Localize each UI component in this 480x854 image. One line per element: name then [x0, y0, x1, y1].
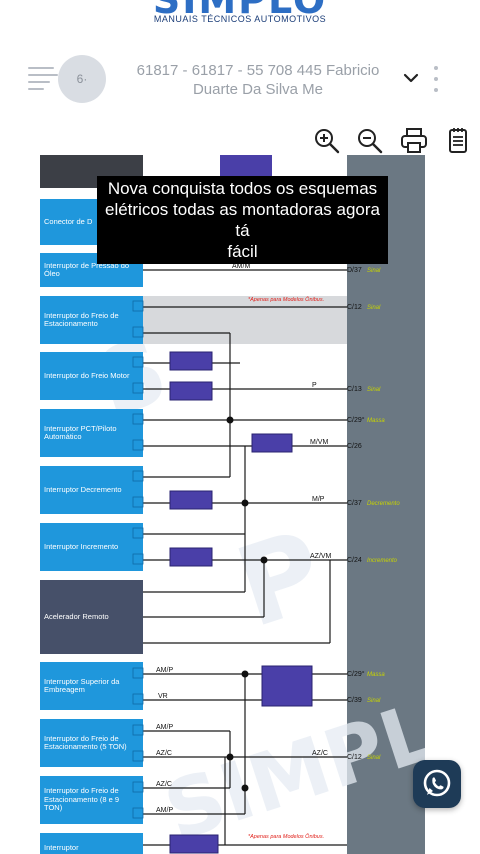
wiring-diagram: AM/M P M/VM M/P AZ/VM AM/P VR AM/P AZ/C …: [132, 155, 400, 854]
zoom-in-icon[interactable]: [312, 126, 342, 156]
schematic-block: Interruptor do Freio de Estacionamento: [40, 296, 143, 344]
print-icon[interactable]: [399, 126, 429, 156]
right-notes: Sinal Sinal Sinal Massa Decremento Incre…: [367, 268, 400, 761]
wire-label: AM/M: [232, 263, 250, 270]
right-pin: C/26: [347, 443, 362, 450]
more-options-icon[interactable]: [430, 64, 442, 96]
chevron-down-icon[interactable]: [402, 69, 420, 87]
schematic-block: Interruptor do Freio Motor: [40, 352, 143, 400]
wire-label: M/P: [312, 496, 325, 503]
wire-label: AZ/C: [312, 750, 328, 757]
banner-line-1: Nova conquista todos os esquemas: [107, 179, 378, 198]
bus-only-area: [143, 296, 347, 344]
document-title: 61817 - 61817 - 55 708 445 Fabricio Duar…: [136, 62, 380, 98]
right-pin: D/37: [347, 267, 362, 274]
wire-label: AM/P: [156, 667, 173, 674]
right-note: Sinal: [367, 305, 381, 311]
viewer-toolbar: [0, 126, 480, 158]
module-rail: [347, 155, 425, 854]
logo-tagline: MANUAIS TÉCNICOS AUTOMOTIVOS: [153, 14, 327, 24]
bus-notes: *Apenas para Modelos Ônibus. *Apenas par…: [248, 296, 324, 840]
simplo-logo: SIMPLO MANUAIS TÉCNICOS AUTOMOTIVOS: [0, 0, 480, 30]
schematic-block: Interruptor Superior da Embreagem: [40, 662, 143, 710]
right-pin: C/12: [347, 754, 362, 761]
bus-only-note: *Apenas para Modelos Ônibus.: [248, 296, 324, 303]
zoom-out-icon[interactable]: [355, 126, 385, 156]
right-note: Massa: [367, 672, 385, 678]
menu-icon[interactable]: [28, 65, 58, 90]
wire-label: P: [312, 382, 317, 389]
right-pin: C/24: [347, 557, 362, 564]
schematic-block: Interruptor do Freio de Estacionamento (…: [40, 719, 143, 767]
notes-icon[interactable]: [443, 126, 473, 156]
right-note: Sinal: [367, 698, 381, 704]
whatsapp-button[interactable]: [413, 760, 461, 808]
document-header: 6· 61817 - 61817 - 55 708 445 Fabricio D…: [0, 48, 480, 108]
banner-line-2: elétricos todas as montadoras agora tá: [105, 200, 380, 240]
schematic-block: Interruptor PCT/Piloto Automático: [40, 409, 143, 457]
right-note: Sinal: [367, 268, 381, 274]
schematic-block: Interruptor: [40, 833, 143, 854]
right-pin: C/29°: [347, 670, 365, 678]
right-pin: C/12: [347, 304, 362, 311]
wire-label: M/VM: [310, 439, 328, 446]
right-pins: D/37 C/12 C/13 C/29° C/26 C/37 C/24 C/29…: [347, 267, 365, 761]
right-note: Incremento: [367, 558, 398, 564]
junctions: [226, 416, 268, 792]
right-pin: C/39: [347, 697, 362, 704]
right-pin: C/13: [347, 386, 362, 393]
schematic-block: Acelerador Remoto: [40, 580, 143, 654]
schematic-block: Interruptor Decremento: [40, 466, 143, 514]
caption-banner: Nova conquista todos os esquemas elétric…: [97, 176, 388, 264]
avatar[interactable]: 6·: [58, 55, 106, 103]
pin-boxes: [132, 300, 144, 819]
whatsapp-icon: [423, 769, 451, 797]
wire-labels: AM/M P M/VM M/P AZ/VM AM/P VR AM/P AZ/C …: [156, 263, 332, 814]
wire-label: AM/P: [156, 724, 173, 731]
right-note: Sinal: [367, 387, 381, 393]
schematic-page[interactable]: S P SIMPLO Conector de D Interruptor de …: [40, 155, 425, 854]
wire-label: AZ/C: [156, 781, 172, 788]
banner-line-3: fácil: [227, 242, 258, 261]
interfaces: [169, 351, 313, 854]
wire-label: AZ/VM: [310, 553, 332, 560]
bus-only-note: *Apenas para Modelos Ônibus.: [248, 833, 324, 840]
wire-label: AM/P: [156, 807, 173, 814]
right-pin: C/37: [347, 500, 362, 507]
wire-label: VR: [158, 693, 168, 700]
schematic-block: Interruptor Incremento: [40, 523, 143, 571]
wire-label: AZ/C: [156, 750, 172, 757]
right-note: Decremento: [367, 501, 400, 507]
schematic-block: Interruptor do Freio de Estacionamento (…: [40, 776, 143, 824]
right-note: Sinal: [367, 755, 381, 761]
logo-wordmark: SIMPLO: [152, 0, 328, 22]
right-pin: C/29°: [347, 416, 365, 424]
right-note: Massa: [367, 418, 385, 424]
